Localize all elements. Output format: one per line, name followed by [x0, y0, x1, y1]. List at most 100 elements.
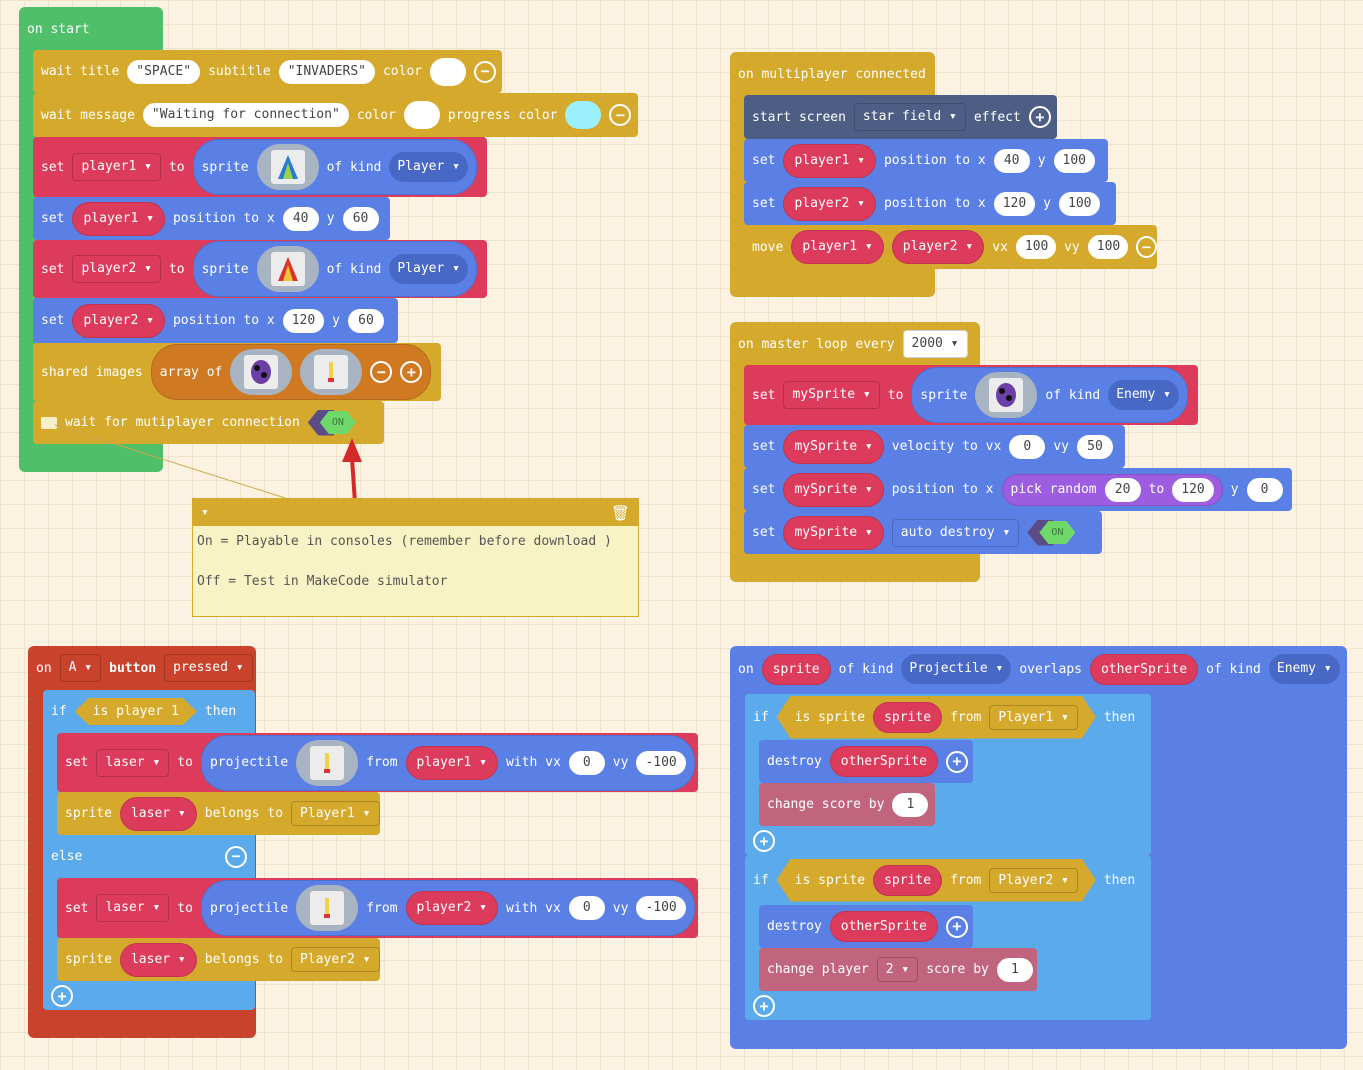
variable-dropdown[interactable]: player2: [72, 303, 165, 338]
kind-dropdown[interactable]: Projectile: [901, 654, 1012, 684]
vx-input[interactable]: 0: [1009, 434, 1046, 459]
minus-icon[interactable]: −: [370, 361, 393, 383]
y-input[interactable]: 100: [1059, 191, 1101, 216]
player-dropdown[interactable]: Player1: [989, 705, 1077, 730]
player-dropdown[interactable]: 2: [876, 957, 919, 982]
set-player2-sprite-block[interactable]: set player2 to sprite of kind Player: [33, 240, 487, 298]
minus-icon[interactable]: −: [225, 845, 247, 868]
x-input[interactable]: 120: [282, 308, 325, 333]
subtitle-input[interactable]: "INVADERS": [278, 59, 375, 84]
minus-icon[interactable]: −: [1135, 236, 1157, 258]
variable-dropdown[interactable]: laser: [96, 894, 170, 922]
variable-dropdown[interactable]: player1: [791, 230, 884, 264]
player-dropdown[interactable]: Player1: [291, 801, 380, 826]
x-input[interactable]: 40: [282, 206, 319, 231]
plus-icon[interactable]: +: [51, 985, 73, 1007]
sprite-variable[interactable]: sprite: [873, 702, 942, 733]
color-swatch[interactable]: [430, 57, 467, 86]
flag-dropdown[interactable]: auto destroy: [891, 518, 1020, 547]
kind-dropdown[interactable]: Enemy: [1108, 380, 1179, 410]
player-dropdown[interactable]: Player2: [989, 868, 1077, 893]
on-off-toggle[interactable]: ON: [1027, 519, 1076, 546]
plus-icon[interactable]: +: [945, 915, 968, 938]
wait-title-block[interactable]: wait title "SPACE" subtitle "INVADERS" c…: [33, 50, 502, 93]
on-off-toggle[interactable]: ON: [307, 409, 356, 436]
variable-dropdown[interactable]: laser: [119, 942, 197, 977]
variable-dropdown[interactable]: laser: [96, 748, 170, 777]
vy-input[interactable]: -100: [636, 896, 686, 920]
plus-icon[interactable]: +: [400, 361, 423, 383]
effect-dropdown[interactable]: star field: [853, 103, 966, 131]
other-sprite-variable[interactable]: otherSprite: [1089, 653, 1199, 685]
start-screen-block[interactable]: start screen star field effect +: [744, 95, 1057, 139]
change-player-score-block[interactable]: change player2 score by1: [759, 948, 1037, 991]
laser-image[interactable]: [296, 885, 359, 931]
kind-dropdown[interactable]: Enemy: [1268, 654, 1340, 684]
event-dropdown[interactable]: pressed: [164, 654, 253, 682]
variable-dropdown[interactable]: player1: [405, 745, 498, 780]
y-input[interactable]: 60: [348, 308, 384, 333]
variable-dropdown[interactable]: mySprite: [783, 429, 884, 464]
variable-dropdown[interactable]: player1: [783, 143, 876, 178]
variable-dropdown[interactable]: player2: [72, 255, 161, 283]
kind-dropdown[interactable]: Player: [389, 254, 468, 284]
comment-icon[interactable]: [41, 416, 57, 429]
plus-icon[interactable]: +: [753, 995, 775, 1017]
color-swatch[interactable]: [403, 101, 440, 129]
player-number[interactable]: 1: [171, 704, 179, 719]
enemy-image[interactable]: [975, 372, 1038, 418]
x-input[interactable]: 40: [993, 148, 1030, 173]
enemy-image[interactable]: [230, 349, 293, 395]
plus-icon[interactable]: +: [1028, 106, 1051, 128]
variable-dropdown[interactable]: mySprite: [783, 515, 884, 550]
variable-dropdown[interactable]: player2: [891, 230, 985, 264]
vy-input[interactable]: 50: [1077, 434, 1113, 459]
comment-box[interactable]: ▾🗑 On = Playable in consoles (remember b…: [192, 498, 639, 617]
kind-dropdown[interactable]: Player: [389, 152, 468, 182]
message-input[interactable]: "Waiting for connection": [142, 103, 349, 127]
progress-color-swatch[interactable]: [565, 101, 602, 129]
vx-input[interactable]: 100: [1015, 235, 1057, 259]
sprite-image-player2[interactable]: [256, 246, 319, 292]
variable-dropdown[interactable]: mySprite: [783, 381, 880, 409]
x-input[interactable]: 120: [993, 191, 1036, 216]
variable-dropdown[interactable]: player2: [783, 186, 876, 221]
interval-dropdown[interactable]: 2000: [902, 330, 968, 358]
other-sprite-variable[interactable]: otherSprite: [829, 911, 938, 942]
max-input[interactable]: 120: [1172, 477, 1214, 502]
button-dropdown[interactable]: A: [59, 654, 102, 682]
variable-dropdown[interactable]: player2: [405, 891, 498, 925]
y-input[interactable]: 60: [342, 206, 379, 231]
minus-icon[interactable]: −: [474, 60, 497, 83]
variable-dropdown[interactable]: laser: [119, 796, 197, 831]
variable-dropdown[interactable]: player1: [72, 153, 161, 181]
plus-icon[interactable]: +: [945, 750, 968, 773]
variable-dropdown[interactable]: player1: [72, 201, 165, 236]
laser-image[interactable]: [300, 349, 363, 395]
sprite-variable[interactable]: sprite: [873, 865, 942, 896]
score-input[interactable]: 1: [996, 957, 1033, 982]
player-dropdown[interactable]: Player2: [291, 947, 380, 972]
plus-icon[interactable]: +: [753, 830, 775, 852]
score-input[interactable]: 1: [892, 792, 929, 817]
min-input[interactable]: 20: [1104, 477, 1141, 502]
y-input[interactable]: 0: [1246, 477, 1283, 502]
collapse-icon[interactable]: ▾: [201, 505, 209, 520]
y-input[interactable]: 100: [1053, 148, 1095, 173]
